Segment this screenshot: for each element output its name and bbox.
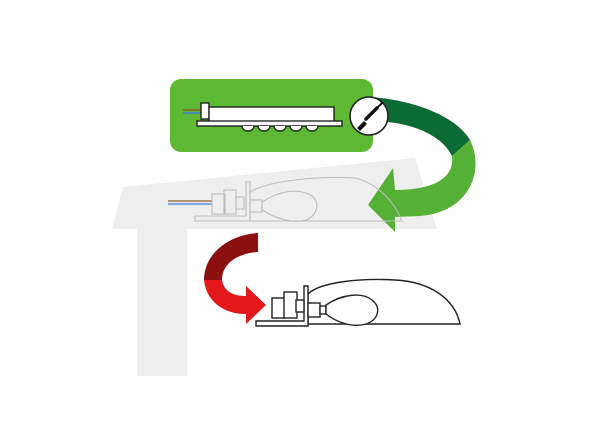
green-arrow-tail [370,97,470,156]
red-arrow-tail [204,233,258,280]
old-lamp-assembly-faded [168,176,403,222]
red-arrow-body [204,280,266,324]
pole-silhouette [112,158,437,376]
green-arrow-body [368,140,476,232]
led-module-panel [170,79,373,152]
red-arrow [204,233,266,324]
luminaire-assembly [255,278,461,327]
screwdriver-icon [349,96,389,136]
green-arrow [368,97,476,232]
led-module-icon [183,102,343,132]
